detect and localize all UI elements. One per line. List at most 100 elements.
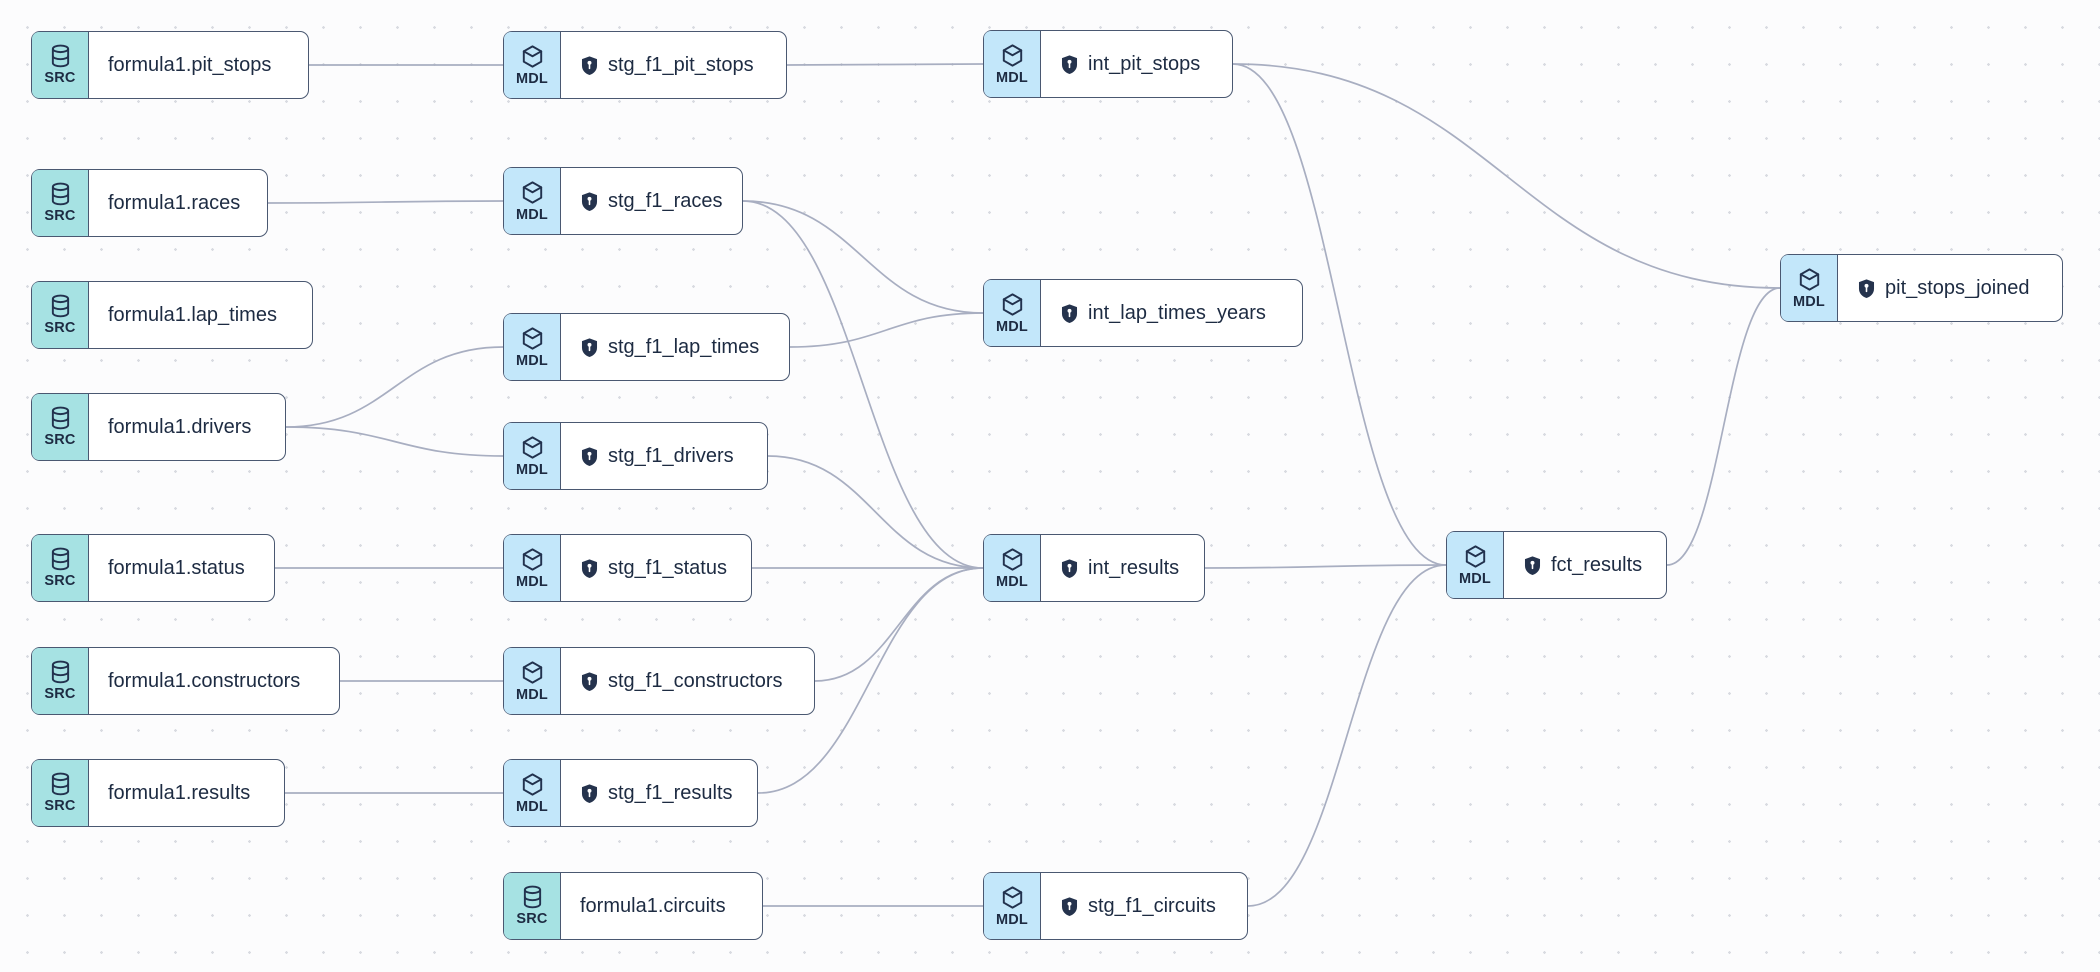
node-label: stg_f1_status bbox=[608, 557, 727, 579]
cube-icon bbox=[1465, 545, 1485, 568]
source-type-badge: SRC bbox=[32, 282, 89, 348]
node-label: int_results bbox=[1088, 557, 1180, 579]
source-type-badge: SRC bbox=[32, 760, 89, 826]
model-type-badge: MDL bbox=[504, 535, 561, 601]
node-formula1.lap_times[interactable]: SRC formula1.lap_times bbox=[31, 281, 313, 349]
node-label: stg_f1_drivers bbox=[608, 445, 734, 467]
database-icon bbox=[51, 660, 69, 684]
badge-label: SRC bbox=[44, 573, 76, 590]
model-type-badge: MDL bbox=[504, 314, 561, 380]
node-label: stg_f1_circuits bbox=[1088, 895, 1216, 917]
badge-label: SRC bbox=[44, 686, 76, 703]
node-formula1.results[interactable]: SRC formula1.results bbox=[31, 759, 285, 827]
edge-stg_drivers-to-int_results bbox=[767, 455, 984, 569]
node-label-cell: stg_f1_drivers bbox=[561, 423, 767, 489]
badge-label: MDL bbox=[515, 207, 548, 224]
database-icon bbox=[51, 182, 69, 206]
node-label: formula1.pit_stops bbox=[108, 54, 272, 76]
shield-icon bbox=[1061, 303, 1078, 323]
badge-label: MDL bbox=[995, 574, 1028, 591]
shield-icon bbox=[581, 446, 598, 466]
shield-icon bbox=[581, 671, 598, 691]
cube-icon bbox=[522, 548, 542, 571]
shield-icon bbox=[1858, 278, 1875, 298]
node-label: formula1.lap_times bbox=[108, 304, 277, 326]
model-type-badge: MDL bbox=[984, 535, 1041, 601]
node-label: int_pit_stops bbox=[1088, 53, 1201, 75]
node-label-cell: stg_f1_results bbox=[561, 760, 757, 826]
shield-icon bbox=[581, 783, 598, 803]
badge-label: MDL bbox=[515, 462, 548, 479]
database-icon bbox=[51, 294, 69, 318]
node-label: int_lap_times_years bbox=[1088, 302, 1266, 324]
cube-icon bbox=[522, 181, 542, 204]
node-stg_f1_circuits[interactable]: MDL stg_f1_circuits bbox=[983, 872, 1248, 940]
edge-stg_results-to-int_results bbox=[757, 567, 984, 794]
model-type-badge: MDL bbox=[504, 760, 561, 826]
source-type-badge: SRC bbox=[504, 873, 561, 939]
node-label-cell: formula1.results bbox=[89, 760, 284, 826]
badge-label: SRC bbox=[44, 798, 76, 815]
node-int_results[interactable]: MDL int_results bbox=[983, 534, 1205, 602]
node-stg_f1_pit_stops[interactable]: MDL stg_f1_pit_stops bbox=[503, 31, 787, 99]
shield-icon bbox=[1061, 54, 1078, 74]
node-formula1.pit_stops[interactable]: SRC formula1.pit_stops bbox=[31, 31, 309, 99]
node-label-cell: formula1.pit_stops bbox=[89, 32, 308, 98]
cube-icon bbox=[1002, 44, 1022, 67]
node-label: stg_f1_constructors bbox=[608, 670, 783, 692]
node-label-cell: int_pit_stops bbox=[1041, 31, 1232, 97]
cube-icon bbox=[522, 773, 542, 796]
shield-icon bbox=[581, 191, 598, 211]
node-label: formula1.results bbox=[108, 782, 251, 804]
badge-label: MDL bbox=[515, 799, 548, 816]
cube-icon bbox=[522, 436, 542, 459]
model-type-badge: MDL bbox=[504, 168, 561, 234]
node-int_pit_stops[interactable]: MDL int_pit_stops bbox=[983, 30, 1233, 98]
node-label-cell: formula1.drivers bbox=[89, 394, 285, 460]
node-stg_f1_drivers[interactable]: MDL stg_f1_drivers bbox=[503, 422, 768, 490]
badge-label: MDL bbox=[995, 319, 1028, 336]
source-type-badge: SRC bbox=[32, 32, 89, 98]
shield-icon bbox=[581, 337, 598, 357]
badge-label: MDL bbox=[515, 687, 548, 704]
node-label-cell: stg_f1_status bbox=[561, 535, 751, 601]
node-formula1.constructors[interactable]: SRC formula1.constructors bbox=[31, 647, 340, 715]
node-label-cell: stg_f1_pit_stops bbox=[561, 32, 786, 98]
model-type-badge: MDL bbox=[504, 648, 561, 714]
node-label-cell: formula1.status bbox=[89, 535, 274, 601]
node-stg_f1_constructors[interactable]: MDL stg_f1_constructors bbox=[503, 647, 815, 715]
node-formula1.status[interactable]: SRC formula1.status bbox=[31, 534, 275, 602]
node-stg_f1_lap_times[interactable]: MDL stg_f1_lap_times bbox=[503, 313, 790, 381]
model-type-badge: MDL bbox=[984, 280, 1041, 346]
shield-icon bbox=[581, 55, 598, 75]
edge-stg_pit_stops-to-int_pit_stops bbox=[786, 63, 984, 66]
node-label-cell: formula1.constructors bbox=[89, 648, 339, 714]
source-type-badge: SRC bbox=[32, 394, 89, 460]
database-icon bbox=[51, 547, 69, 571]
node-label: stg_f1_pit_stops bbox=[608, 54, 754, 76]
node-fct_results[interactable]: MDL fct_results bbox=[1446, 531, 1667, 599]
node-label-cell: formula1.lap_times bbox=[89, 282, 312, 348]
node-int_lap_times_years[interactable]: MDL int_lap_times_years bbox=[983, 279, 1303, 347]
node-label-cell: int_results bbox=[1041, 535, 1204, 601]
cube-icon bbox=[1002, 886, 1022, 909]
edge-stg_lap_times-to-int_lap_times_years bbox=[789, 312, 984, 348]
shield-icon bbox=[1061, 558, 1078, 578]
node-formula1.races[interactable]: SRC formula1.races bbox=[31, 169, 268, 237]
badge-label: SRC bbox=[44, 320, 76, 337]
badge-label: SRC bbox=[44, 208, 76, 225]
model-type-badge: MDL bbox=[984, 873, 1041, 939]
edge-stg_races-to-int_lap_times_years bbox=[742, 200, 984, 314]
node-label: fct_results bbox=[1551, 554, 1643, 576]
node-stg_f1_status[interactable]: MDL stg_f1_status bbox=[503, 534, 752, 602]
node-stg_f1_races[interactable]: MDL stg_f1_races bbox=[503, 167, 743, 235]
model-type-badge: MDL bbox=[504, 32, 561, 98]
badge-label: MDL bbox=[1458, 571, 1491, 588]
database-icon bbox=[51, 44, 69, 68]
node-stg_f1_results[interactable]: MDL stg_f1_results bbox=[503, 759, 758, 827]
node-pit_stops_joined[interactable]: MDL pit_stops_joined bbox=[1780, 254, 2063, 322]
node-label: formula1.races bbox=[108, 192, 241, 214]
